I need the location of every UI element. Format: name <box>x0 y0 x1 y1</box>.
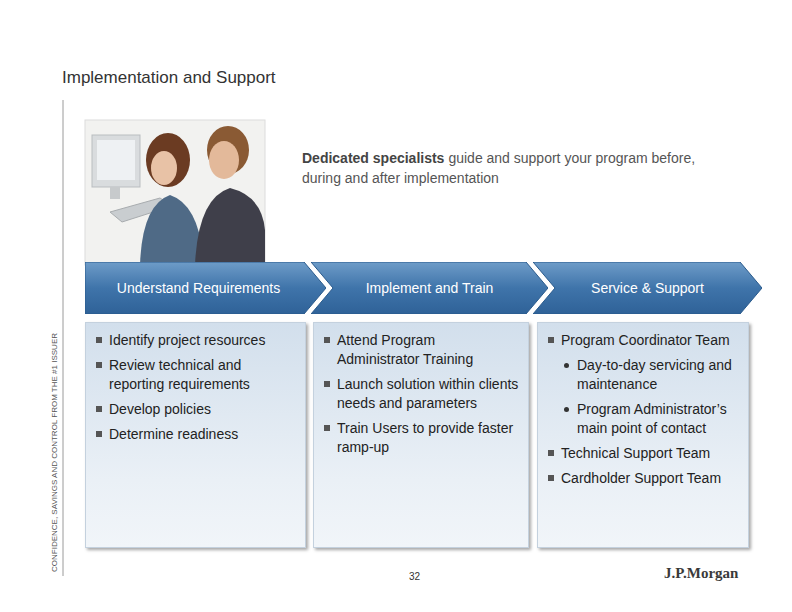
bullet-item: Attend Program Administrator Training <box>324 331 520 369</box>
bullet-item: Develop policies <box>96 400 297 419</box>
phase-panel: Program Coordinator TeamDay-to-day servi… <box>537 322 749 548</box>
phase-panel: Identify project resourcesReview technic… <box>85 322 306 548</box>
bullet-item: Cardholder Support Team <box>548 469 740 488</box>
intro-text: Dedicated specialistsguide and support y… <box>302 148 722 188</box>
phase-heading: Service & Support <box>591 280 704 296</box>
bullet-item: Identify project resources <box>96 331 297 350</box>
bullet-item: Determine readiness <box>96 425 297 444</box>
intro-emphasis: Dedicated specialists <box>302 150 444 166</box>
brand-logo: J.P.Morgan <box>664 565 738 582</box>
bullet-item: Review technical and reporting requireme… <box>96 356 297 394</box>
phase-chevron: Service & Support <box>533 262 762 314</box>
bullet-item: Train Users to provide faster ramp-up <box>324 419 520 457</box>
chevron-fill <box>311 262 548 314</box>
phase-chevron: Implement and Train <box>311 262 548 314</box>
side-rule <box>63 100 64 576</box>
chevron-fill <box>85 262 326 314</box>
phase-chevron: Understand Requirements <box>85 262 326 314</box>
sub-bullet: Program Administrator’s main point of co… <box>548 400 740 438</box>
slide-title: Implementation and Support <box>62 68 276 88</box>
photo <box>85 120 265 265</box>
page-number: 32 <box>409 571 420 582</box>
bullet-item: Technical Support Team <box>548 444 740 463</box>
chevron-fill <box>533 262 762 314</box>
phase-panel: Attend Program Administrator TrainingLau… <box>313 322 529 548</box>
bullet-item: Launch solution within clients needs and… <box>324 375 520 413</box>
bullet-item: Program Coordinator Team <box>548 331 740 350</box>
phase-heading: Understand Requirements <box>117 280 280 296</box>
phase-heading: Implement and Train <box>366 280 494 296</box>
side-tagline: CONFIDENCE, SAVINGS AND CONTROL FROM THE… <box>50 333 59 572</box>
sub-bullet: Day-to-day servicing and maintenance <box>548 356 740 394</box>
